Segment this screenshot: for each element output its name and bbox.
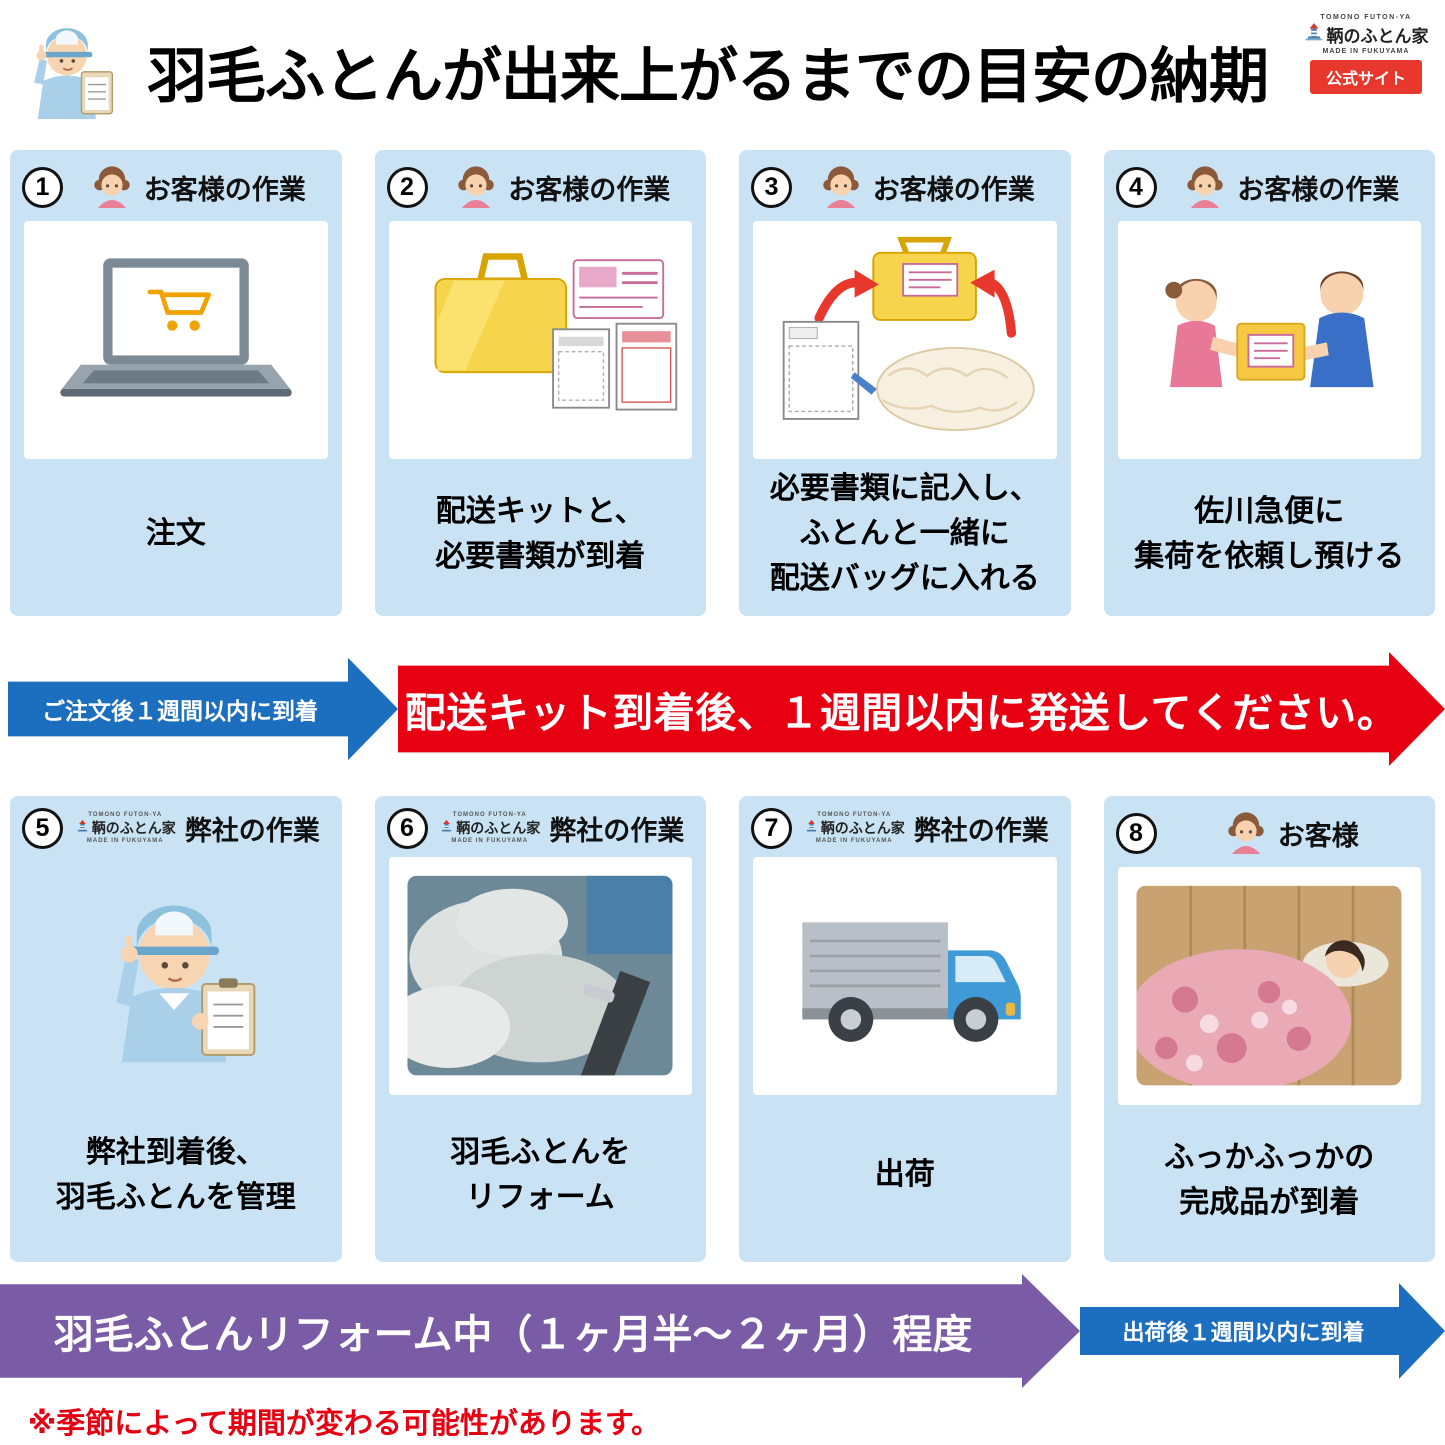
- reform-duration-text: 羽毛ふとんリフォーム中（１ヶ月半～２ヶ月）程度: [53, 1313, 973, 1357]
- step-card-7: 7 TOMONO FUTON-YA 鞆のふとん家 MADE IN FUKUYAM…: [739, 796, 1071, 1262]
- step-number: 8: [1115, 813, 1157, 854]
- step-role: 弊社の作業: [549, 816, 685, 846]
- step-caption: 羽毛ふとんを リフォーム: [450, 1135, 631, 1214]
- lighthouse-icon: [1304, 22, 1324, 47]
- customer-avatar-icon: [89, 162, 135, 213]
- step-role: お客様の作業: [143, 175, 306, 205]
- step-number: 3: [751, 167, 792, 208]
- lighthouse-icon: [439, 819, 454, 839]
- step-number: 2: [386, 167, 428, 208]
- reform-duration-arrow: 羽毛ふとんリフォーム中（１ヶ月半～２ヶ月）程度: [0, 1274, 1080, 1388]
- lighthouse-icon: [75, 819, 90, 839]
- step-4-header: 4 お客様の作業: [1104, 150, 1436, 219]
- step-3-header: 3 お客様の作業: [739, 150, 1071, 219]
- delivery-arrival-arrow: 出荷後１週間以内に到着: [1080, 1274, 1445, 1388]
- step-number: 7: [751, 808, 792, 849]
- brand-romaji: TOMONO FUTON-YA: [817, 812, 892, 819]
- step-card-2: 2 お客様の作業: [374, 150, 707, 616]
- customer-avatar-icon: [1182, 162, 1228, 213]
- steps-row-1: 1 お客様の作業: [0, 150, 1445, 616]
- brand-name: 鞆のふとん家: [91, 819, 176, 836]
- brand-made-in: MADE IN FUKUYAMA: [451, 838, 529, 845]
- timeline-band-1: ご注文後１週間以内に到着 配送キット到着後、１週間以内に発送してください。: [0, 652, 1445, 766]
- handoff-to-courier-illustration: [1117, 221, 1421, 459]
- customer-avatar-icon: [1223, 808, 1269, 859]
- step-role: お客様の作業: [1237, 175, 1400, 205]
- step-role: お客様: [1277, 821, 1359, 851]
- brand-romaji: TOMONO FUTON-YA: [452, 812, 527, 819]
- step-7-header: 7 TOMONO FUTON-YA 鞆のふとん家 MADE IN FUKUYAM…: [739, 796, 1071, 855]
- delivery-truck-illustration: [753, 857, 1057, 1095]
- brand-romaji: TOMONO FUTON-YA: [88, 812, 163, 819]
- step-5-header: 5 TOMONO FUTON-YA 鞆のふとん家 MADE IN FUKUYAM…: [10, 796, 342, 855]
- order-arrival-text: ご注文後１週間以内に到着: [42, 698, 318, 724]
- timeline-band-2: 羽毛ふとんリフォーム中（１ヶ月半～２ヶ月）程度 出荷後１週間以内に到着: [0, 1274, 1445, 1388]
- step-caption: 佐川急便に 集荷を依頼し預ける: [1134, 494, 1405, 573]
- ship-deadline-text: 配送キット到着後、１週間以内に発送してください。: [404, 690, 1399, 736]
- pack-bag-illustration: [753, 221, 1057, 459]
- futon-reform-photo: [388, 857, 692, 1095]
- step-card-4: 4 お客様の作業: [1103, 150, 1436, 616]
- brand-logo: TOMONO FUTON-YA 鞆のふとん家 MADE IN FUKUYAMA …: [1299, 14, 1433, 94]
- step-caption: ふっかふっかの 完成品が到着: [1164, 1140, 1375, 1219]
- lighthouse-icon: [804, 819, 819, 839]
- step-6-header: 6 TOMONO FUTON-YA 鞆のふとん家 MADE IN FUKUYAM…: [375, 796, 707, 855]
- step-caption: 注文: [145, 517, 206, 550]
- step-number: 4: [1115, 167, 1157, 208]
- brand-romaji: TOMONO FUTON-YA: [1320, 14, 1412, 21]
- order-arrival-arrow: ご注文後１週間以内に到着: [8, 652, 398, 766]
- step-card-1: 1 お客様の作業: [10, 150, 342, 616]
- brand-logo-small: TOMONO FUTON-YA 鞆のふとん家 MADE IN FUKUYAMA: [439, 812, 540, 845]
- brand-name: 鞆のふとん家: [820, 819, 905, 836]
- step-1-header: 1 お客様の作業: [10, 150, 342, 219]
- step-card-3: 3 お客様の作業: [739, 150, 1071, 616]
- step-caption: 配送キットと、 必要書類が到着: [435, 494, 646, 573]
- finished-futon-photo: [1117, 867, 1421, 1105]
- brand-logo-small: TOMONO FUTON-YA 鞆のふとん家 MADE IN FUKUYAMA: [75, 812, 176, 845]
- customer-avatar-icon: [818, 162, 864, 213]
- step-caption: 必要書類に記入し、 ふとんと一緒に 配送バッグに入れる: [769, 472, 1040, 595]
- step-number: 1: [22, 167, 63, 208]
- brand-name: 鞆のふとん家: [456, 819, 541, 836]
- page-title: 羽毛ふとんが出来上がるまでの目安の納期: [147, 43, 1269, 110]
- brand-made-in: MADE IN FUKUYAMA: [815, 838, 893, 845]
- step-number: 6: [386, 808, 428, 849]
- step-2-header: 2 お客様の作業: [375, 150, 707, 219]
- official-site-button[interactable]: 公式サイト: [1309, 60, 1422, 94]
- step-caption: 出荷: [874, 1158, 935, 1191]
- brand-made-in: MADE IN FUKUYAMA: [1322, 48, 1410, 55]
- step-role: 弊社の作業: [184, 816, 320, 846]
- brand-logo-small: TOMONO FUTON-YA 鞆のふとん家 MADE IN FUKUYAMA: [804, 812, 905, 845]
- steps-row-2: 5 TOMONO FUTON-YA 鞆のふとん家 MADE IN FUKUYAM…: [0, 796, 1445, 1262]
- step-card-8: 8 お客様: [1103, 796, 1436, 1262]
- staff-with-clipboard-illustration: [24, 857, 328, 1095]
- step-number: 5: [22, 808, 63, 849]
- step-role: 弊社の作業: [913, 816, 1049, 846]
- brand-name: 鞆のふとん家: [1326, 27, 1429, 46]
- step-card-5: 5 TOMONO FUTON-YA 鞆のふとん家 MADE IN FUKUYAM…: [10, 796, 342, 1262]
- header: 羽毛ふとんが出来上がるまでの目安の納期 TOMONO FUTON-YA 鞆のふと…: [0, 0, 1445, 146]
- step-role: お客様の作業: [508, 175, 671, 205]
- step-card-6: 6 TOMONO FUTON-YA 鞆のふとん家 MADE IN FUKUYAM…: [374, 796, 707, 1262]
- mascot-delivery-staff-icon: [16, 14, 116, 131]
- brand-made-in: MADE IN FUKUYAMA: [86, 838, 164, 845]
- order-laptop-illustration: [24, 221, 328, 459]
- customer-avatar-icon: [453, 162, 499, 213]
- seasonal-note: ※季節によって期間が変わる可能性があります。: [28, 1408, 660, 1440]
- step-caption: 弊社到着後、 羽毛ふとんを管理: [55, 1135, 296, 1214]
- ship-deadline-arrow: 配送キット到着後、１週間以内に発送してください。: [398, 652, 1445, 766]
- delivery-kit-illustration: [388, 221, 692, 459]
- delivery-arrival-text: 出荷後１週間以内に到着: [1122, 1320, 1365, 1345]
- step-8-header: 8 お客様: [1104, 796, 1436, 865]
- step-role: お客様の作業: [872, 175, 1035, 205]
